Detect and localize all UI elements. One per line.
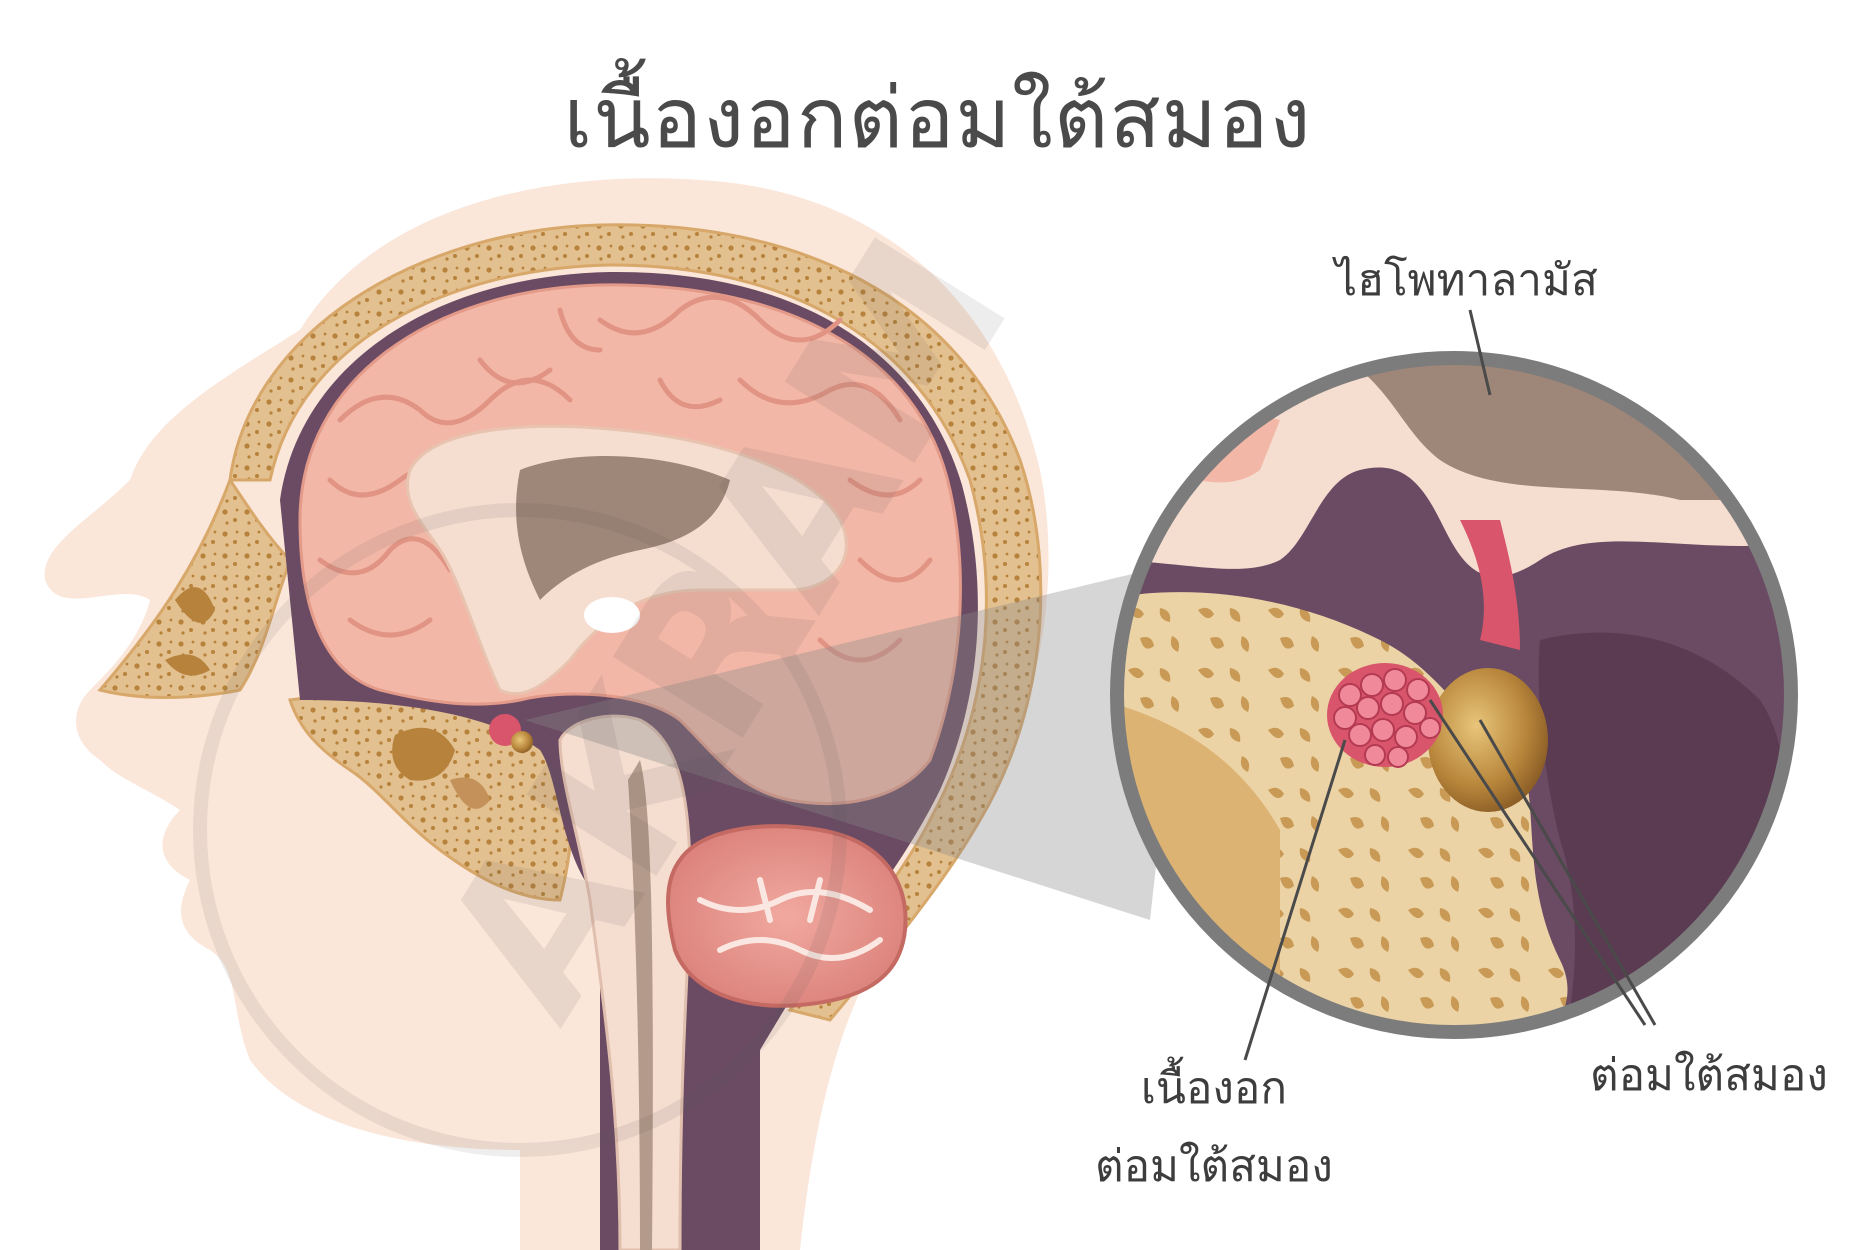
skull <box>97 223 1043 1022</box>
cerebellum <box>666 824 908 1008</box>
label-pituitary-tumor: เนื้องอก ต่อมใต้สมอง <box>1095 1050 1333 1206</box>
brainstem <box>558 714 692 1250</box>
thalamus-highlight <box>584 597 640 633</box>
label-pituitary-tumor-line1: เนื้องอก <box>1140 1063 1287 1114</box>
lens-ring <box>1110 351 1798 1039</box>
pituitary-gland <box>1428 668 1548 812</box>
zoom-lens <box>1110 351 1798 1039</box>
label-pituitary-gland: ต่อมใต้สมอง <box>1590 1050 1828 1101</box>
tumor-cluster <box>1327 663 1443 768</box>
magnifier-beam <box>525 560 1190 920</box>
cerebrum <box>298 283 962 806</box>
label-pituitary-tumor-line2: ต่อมใต้สมอง <box>1095 1141 1333 1192</box>
leader-lines <box>1243 309 1657 1061</box>
label-hypothalamus: ไฮโพทาลามัส <box>1335 255 1598 306</box>
page-title: เนื้องอกต่อมใต้สมอง <box>563 69 1312 167</box>
pituitary-tumor-small <box>489 714 533 753</box>
